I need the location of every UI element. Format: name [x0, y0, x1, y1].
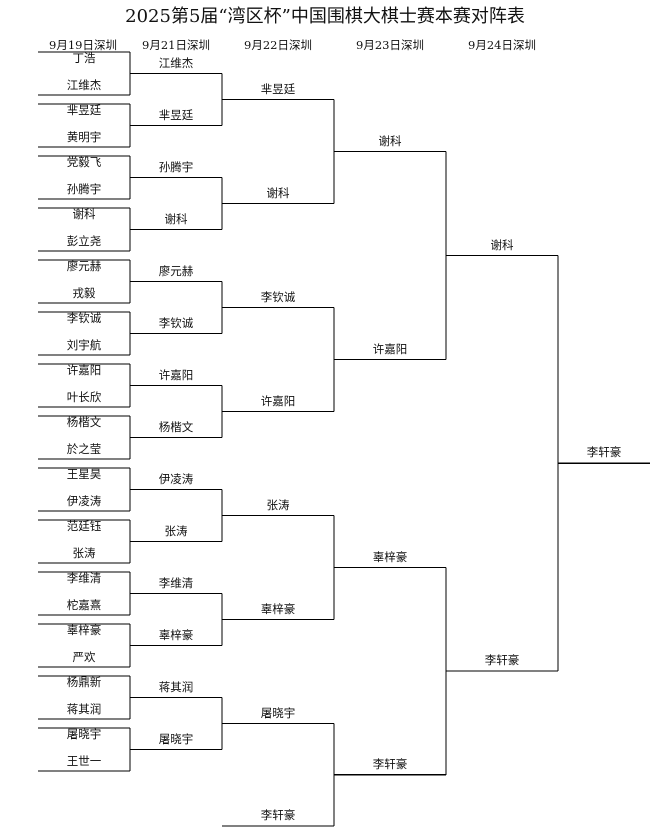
- player-name: 屠晓宇: [66, 727, 102, 741]
- player-name: 王星昊: [66, 467, 102, 481]
- player-name: 李轩豪: [372, 756, 408, 771]
- player-name: 谢科: [378, 133, 402, 148]
- player-name: 谢科: [490, 237, 514, 252]
- player-name: 杨楷文: [66, 415, 102, 429]
- player-name: 张涛: [164, 523, 188, 538]
- player-name: 伊凌涛: [158, 471, 194, 486]
- player-name: 谢科: [164, 211, 188, 226]
- player-name: 伊凌涛: [66, 494, 102, 508]
- player-name: 谢科: [72, 207, 96, 221]
- player-name: 廖元赫: [66, 259, 102, 273]
- player-name: 屠晓宇: [158, 731, 194, 746]
- player-name: 辜梓豪: [158, 627, 194, 642]
- player-name: 张涛: [72, 546, 96, 560]
- player-name: 芈昱廷: [66, 103, 102, 117]
- player-name: 彭立尧: [66, 234, 102, 248]
- player-name: 范廷钰: [66, 519, 102, 533]
- player-name: 辜梓豪: [372, 549, 408, 564]
- player-name: 李维清: [66, 571, 102, 585]
- player-name: 李钦诚: [66, 311, 102, 325]
- player-name: 芈昱廷: [158, 107, 194, 122]
- player-name: 江维杰: [66, 78, 102, 92]
- player-name: 王世一: [66, 754, 102, 768]
- player-name: 李轩豪: [586, 445, 622, 460]
- player-name: 许嘉阳: [260, 393, 296, 408]
- player-name: 柁嘉熹: [66, 598, 102, 612]
- player-name: 廖元赫: [158, 263, 194, 278]
- player-name: 江维杰: [158, 55, 194, 70]
- player-name: 蒋其润: [66, 702, 102, 716]
- player-name: 严欢: [72, 650, 96, 664]
- round-date: 9月23日深圳: [356, 38, 424, 52]
- player-name: 黄明宇: [66, 130, 102, 144]
- player-name: 孙腾宇: [158, 159, 194, 174]
- player-name: 丁浩: [72, 51, 96, 65]
- player-name: 辜梓豪: [260, 601, 296, 616]
- player-name: 杨鼎新: [66, 675, 102, 689]
- round-date: 9月19日深圳: [49, 38, 117, 52]
- page-title: 2025第5届“湾区杯”中国围棋大棋士赛本赛对阵表: [125, 6, 525, 27]
- player-name: 许嘉阳: [66, 363, 102, 377]
- round-date: 9月21日深圳: [142, 38, 210, 52]
- player-name: 孙腾宇: [66, 182, 102, 196]
- player-name: 李轩豪: [260, 808, 296, 822]
- player-name: 杨楷文: [158, 419, 194, 434]
- player-name: 刘宇航: [66, 338, 102, 352]
- player-name: 许嘉阳: [372, 341, 408, 356]
- player-name: 於之莹: [66, 442, 102, 456]
- player-name: 李维清: [158, 575, 194, 590]
- round-date: 9月22日深圳: [244, 38, 312, 52]
- player-name: 李轩豪: [484, 653, 520, 668]
- player-name: 党毅飞: [66, 155, 102, 169]
- player-name: 叶长欣: [66, 390, 102, 404]
- player-name: 张涛: [266, 497, 290, 512]
- player-name: 谢科: [266, 185, 290, 200]
- player-name: 辜梓豪: [66, 623, 102, 637]
- player-name: 戎毅: [72, 286, 96, 300]
- round-date: 9月24日深圳: [468, 38, 536, 52]
- player-name: 李钦诚: [260, 289, 296, 304]
- player-name: 许嘉阳: [158, 367, 194, 382]
- player-name: 蒋其润: [158, 679, 194, 694]
- player-name: 芈昱廷: [260, 81, 296, 96]
- player-name: 屠晓宇: [260, 705, 296, 720]
- player-name: 李钦诚: [158, 315, 194, 330]
